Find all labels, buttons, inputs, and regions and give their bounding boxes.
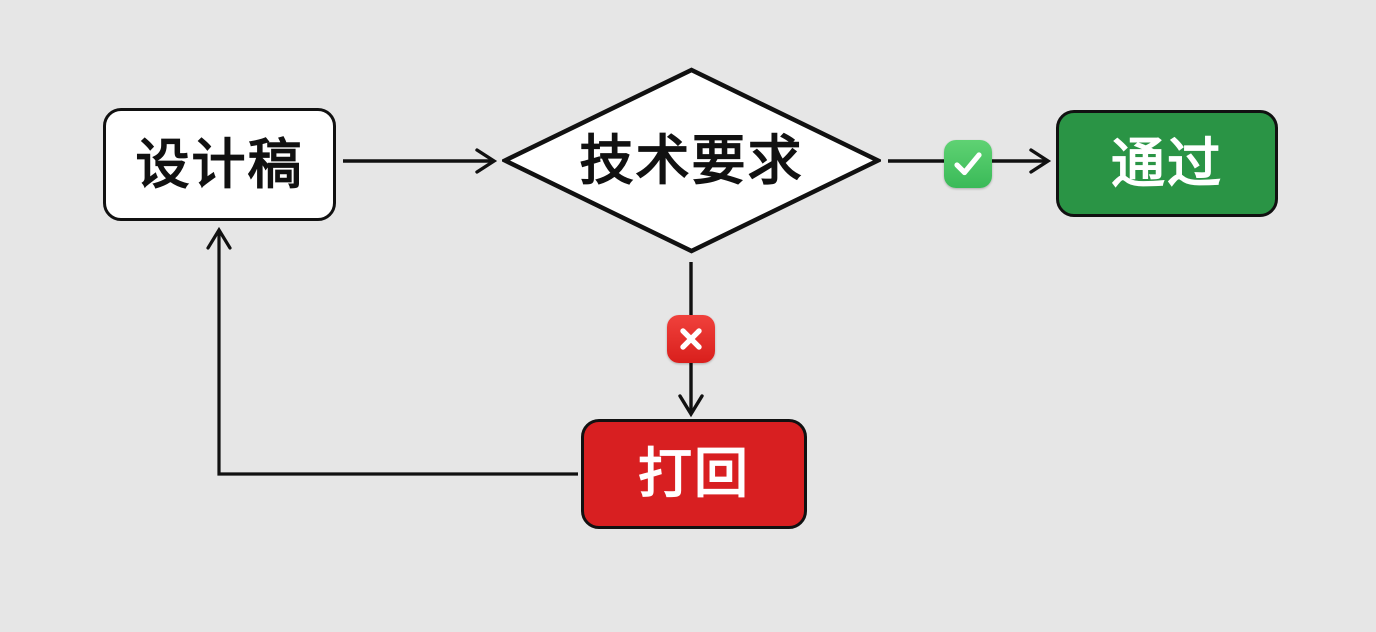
arrowhead-icon [475,148,498,174]
cross-mark-icon [667,315,715,363]
arrowhead-icon [206,226,232,250]
check-glyph [954,152,982,176]
diamond-shape [502,67,881,254]
node-label: 通过 [1111,131,1223,195]
edge-line [217,232,578,476]
node-decision-technical-requirements[interactable]: 技术要求 [502,67,881,254]
check-mark-icon [944,140,992,188]
arrowhead-icon [678,394,704,418]
edge-reject-to-design [206,226,578,476]
node-reject[interactable]: 打回 [581,419,807,529]
edge-design-to-decision [343,148,498,174]
node-label: 打回 [638,442,750,505]
arrowhead-icon [1029,148,1052,174]
node-label: 设计稿 [135,132,304,196]
node-design-draft[interactable]: 设计稿 [103,108,336,221]
node-pass[interactable]: 通过 [1056,110,1278,217]
cross-glyph [680,328,702,350]
node-label: 技术要求 [579,128,804,192]
